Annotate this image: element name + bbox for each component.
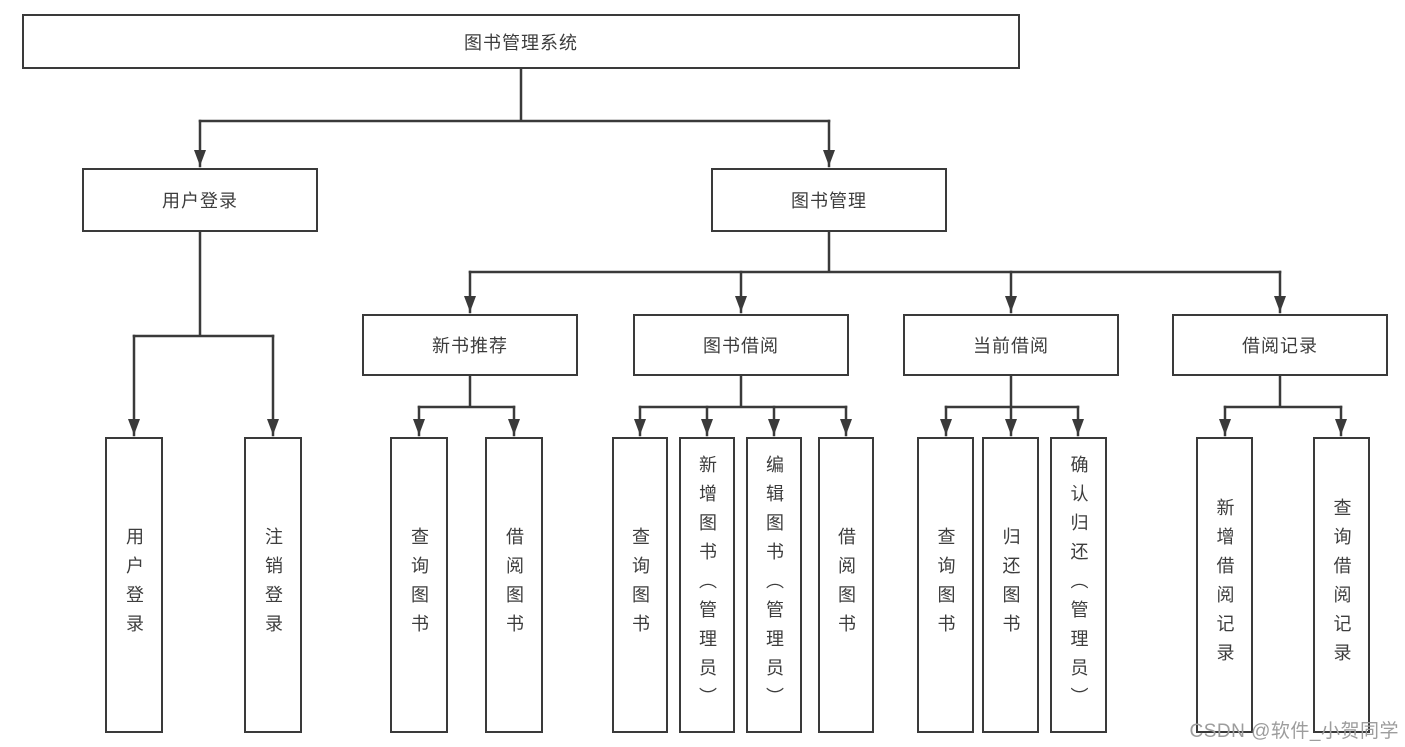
leaf-newbook-borrow-books: 借阅图书 <box>485 437 543 733</box>
csdn-watermark: CSDN @软件_小贺同学 <box>1189 721 1399 742</box>
node-user-login: 用户登录 <box>82 168 318 232</box>
node-library-management-system: 图书管理系统 <box>22 14 1020 69</box>
leaf-newbook-query-books: 查询图书 <box>390 437 448 733</box>
node-book-management: 图书管理 <box>711 168 947 232</box>
node-borrow-records: 借阅记录 <box>1172 314 1388 376</box>
leaf-user-login: 用户登录 <box>105 437 163 733</box>
leaf-current-return-books: 归还图书 <box>982 437 1039 733</box>
node-current-borrow: 当前借阅 <box>903 314 1119 376</box>
leaf-borrow-query-books: 查询图书 <box>612 437 668 733</box>
leaf-current-query-books: 查询图书 <box>917 437 974 733</box>
node-book-borrow: 图书借阅 <box>633 314 849 376</box>
leaf-borrow-borrow-books: 借阅图书 <box>818 437 874 733</box>
leaf-borrow-add-books-admin: 新增图书（管理员） <box>679 437 735 733</box>
leaf-logout-login: 注销登录 <box>244 437 302 733</box>
leaf-borrow-edit-books-admin: 编辑图书（管理员） <box>746 437 802 733</box>
node-new-book-recommend: 新书推荐 <box>362 314 578 376</box>
leaf-records-add-record: 新增借阅记录 <box>1196 437 1253 733</box>
leaf-records-query-record: 查询借阅记录 <box>1313 437 1370 733</box>
leaf-current-confirm-return-admin: 确认归还（管理员） <box>1050 437 1107 733</box>
